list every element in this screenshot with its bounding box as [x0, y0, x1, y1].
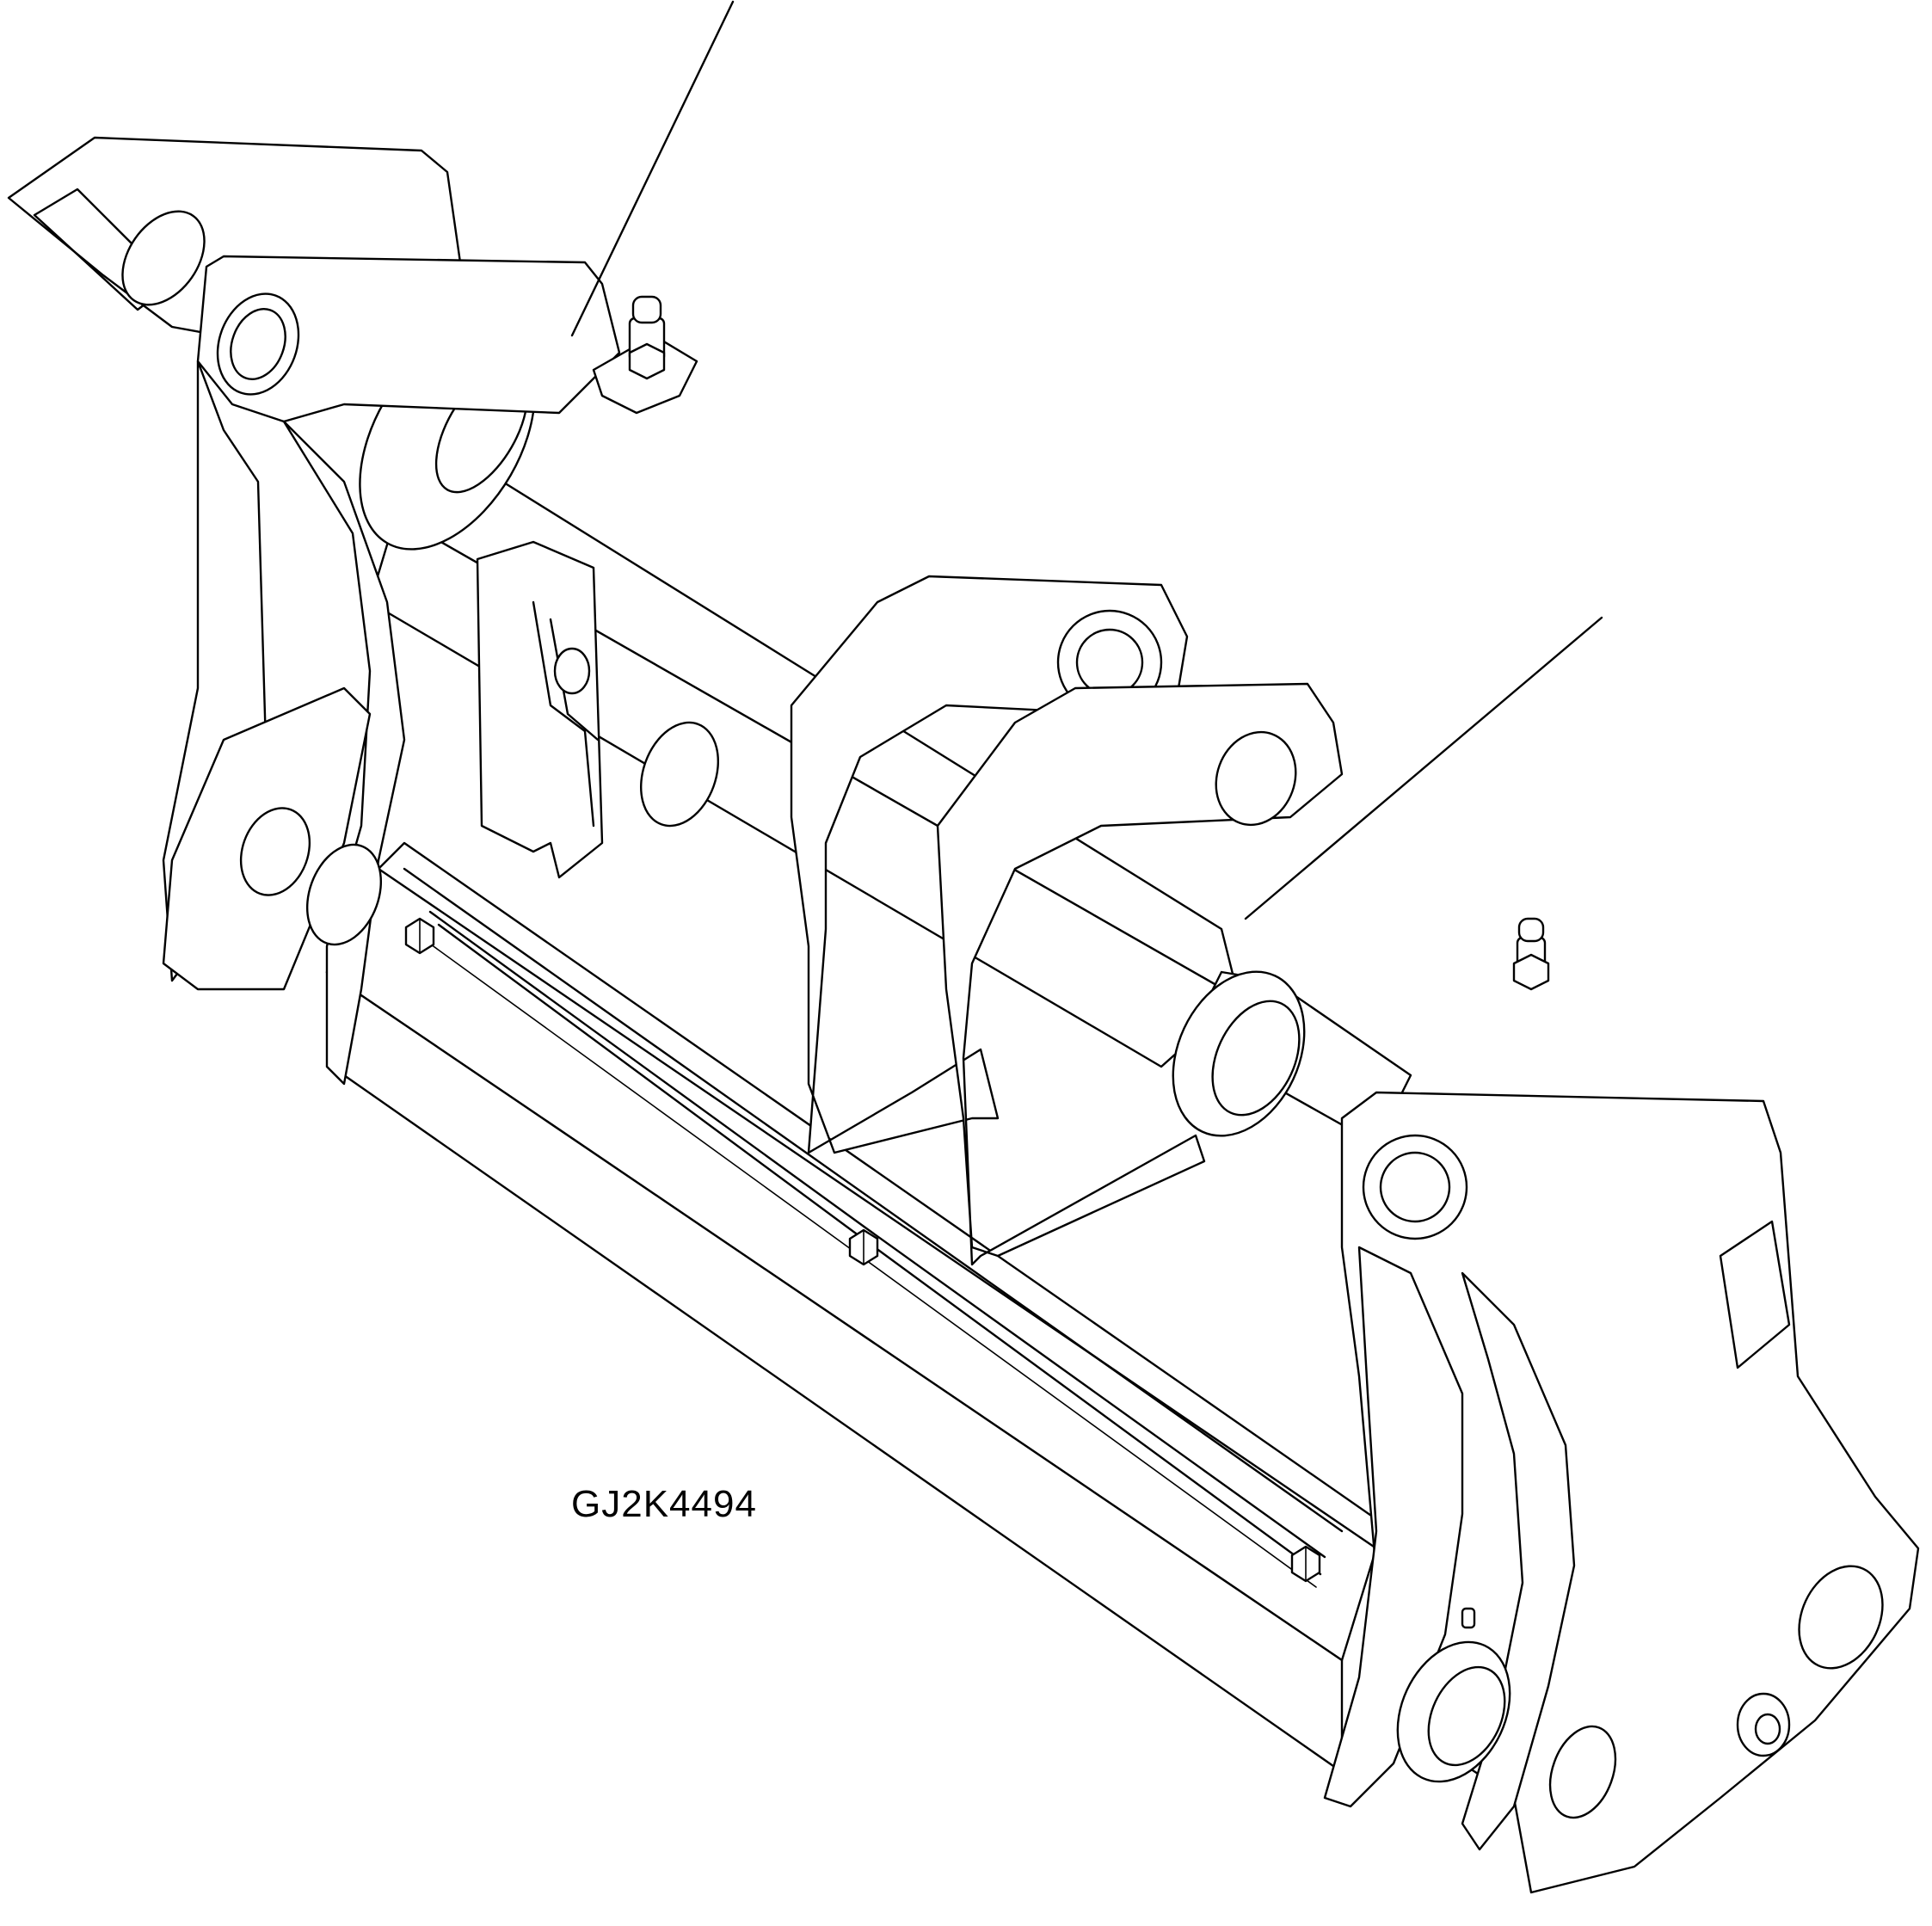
center-bracket-right: [936, 682, 1344, 1266]
right-pin-boss: [1396, 1607, 1511, 1783]
bolt-middle: [848, 1228, 879, 1266]
leader-line-upper-tube: [570, 0, 735, 337]
figure-code-label: GJ2K4494: [571, 1483, 757, 1525]
right-pin: [1172, 970, 1412, 1146]
bolt-right: [1290, 1545, 1321, 1583]
leader-line-center-tube: [1244, 616, 1603, 920]
latch-bracket: [476, 540, 720, 879]
callout-leaders: [570, 0, 1603, 920]
bolt-left: [404, 917, 435, 955]
grease-fitting-left: [592, 295, 698, 415]
grease-fitting-right: [1512, 917, 1550, 991]
left-lug-block: [162, 686, 383, 991]
lower-beam: [325, 841, 1395, 1774]
